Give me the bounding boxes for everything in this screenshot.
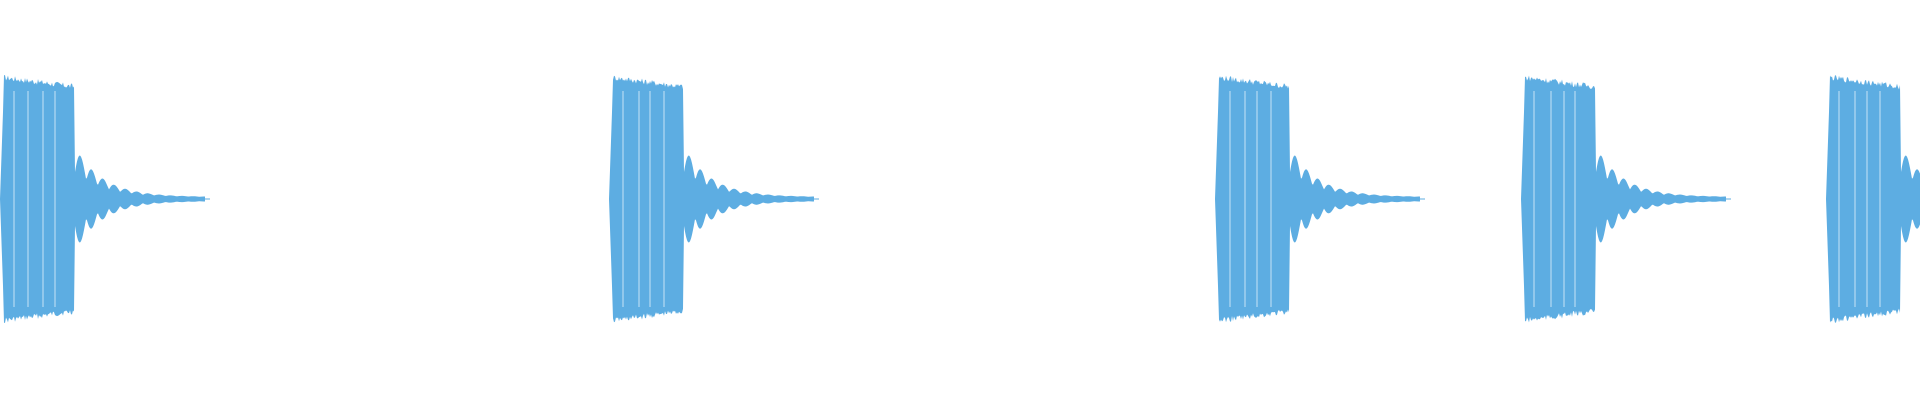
waveform-burst [1826, 75, 1920, 323]
waveform-burst [1521, 75, 1731, 323]
waveform-burst-shape [1215, 75, 1420, 323]
waveform-burst-shape [1521, 75, 1726, 323]
waveform-burst-shape [609, 75, 814, 323]
waveform-burst-shape [1826, 75, 1920, 323]
waveform-burst-shape [0, 75, 205, 323]
waveform-burst [0, 75, 210, 323]
waveform-burst [609, 75, 819, 323]
waveform-burst [1215, 75, 1425, 323]
